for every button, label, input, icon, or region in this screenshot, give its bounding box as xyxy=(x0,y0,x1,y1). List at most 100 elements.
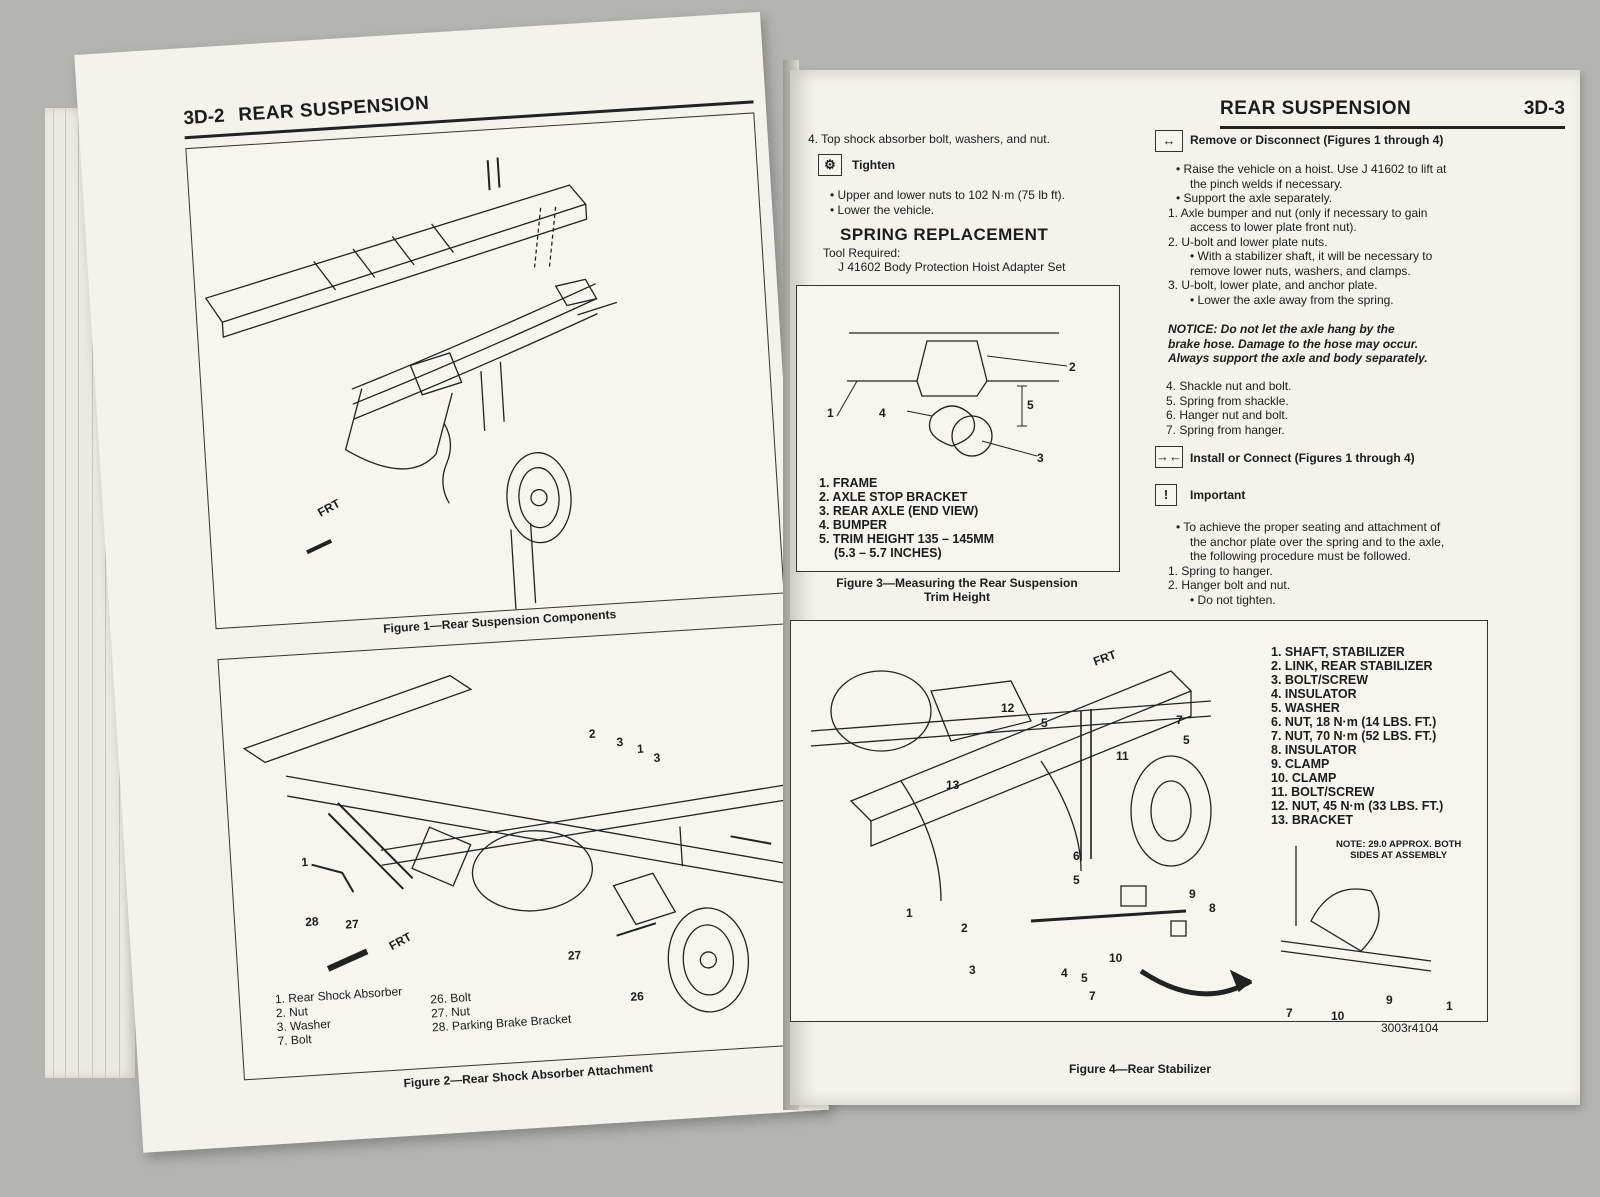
caption-line: Trim Height xyxy=(923,590,990,604)
list-item: 7. Spring from hanger. xyxy=(1166,422,1285,437)
callout-label: 5 xyxy=(1073,873,1080,887)
legend-item: 4. BUMPER xyxy=(819,518,888,532)
callout-label: 2 xyxy=(961,921,968,935)
callout-label: 9 xyxy=(1386,993,1393,1007)
list-item: • To achieve the proper seating and atta… xyxy=(1176,520,1441,534)
callout-label: 9 xyxy=(1189,887,1196,901)
list-item: 2. U-bolt and lower plate nuts. xyxy=(1168,234,1328,249)
figure-1-box: FRT xyxy=(185,112,785,630)
list-item: the following procedure must be followed… xyxy=(1190,549,1411,563)
install-connect-icon: →← xyxy=(1155,446,1183,468)
callout-label: 27 xyxy=(344,916,360,932)
legend-item: (5.3 – 5.7 INCHES) xyxy=(834,546,942,560)
legend-item: 4. INSULATOR xyxy=(1271,687,1357,701)
right-page: REAR SUSPENSION 3D-3 4. Top shock absorb… xyxy=(790,70,1580,1105)
list-item: 4. Shackle nut and bolt. xyxy=(1166,379,1292,393)
list-item: Lower the vehicle. xyxy=(837,202,935,217)
callout-label: 10 xyxy=(1109,951,1123,965)
list-item: • Do not tighten. xyxy=(1190,592,1276,607)
list-item: 3. U-bolt, lower plate, and anchor plate… xyxy=(1168,278,1378,292)
callout-label: 2 xyxy=(1069,360,1076,374)
list-item: 1. Spring to hanger. xyxy=(1168,563,1273,578)
callout-label: 8 xyxy=(1209,901,1216,915)
legend-item: 2. AXLE STOP BRACKET xyxy=(819,490,968,504)
legend-item: 10. CLAMP xyxy=(1271,771,1337,785)
install-connect-label: Install or Connect (Figures 1 through 4) xyxy=(1190,451,1415,465)
left-page: 3D-2 REAR SUSPENSION SECTION 3D FRONT SU… xyxy=(74,11,829,1153)
callout-label: 4 xyxy=(1061,966,1068,980)
legend-item: 7. NUT, 70 N·m (52 LBS. FT.) xyxy=(1271,729,1437,743)
list-item: Upper and lower nuts to 102 N·m (75 lb f… xyxy=(837,188,1065,202)
legend-item: 2. LINK, REAR STABILIZER xyxy=(1271,659,1433,673)
legend-item: 1. FRAME xyxy=(819,476,878,490)
callout-label: 3 xyxy=(969,963,976,977)
list-item: the pinch welds if necessary. xyxy=(1190,176,1343,191)
remove-list-continued: 4. Shackle nut and bolt. 5. Spring from … xyxy=(1166,379,1291,437)
callout-label: 7 xyxy=(1176,713,1183,727)
tighten-list: • Upper and lower nuts to 102 N·m (75 lb… xyxy=(830,188,1065,217)
note-line: NOTE: 29.0 APPROX. BOTH xyxy=(1336,839,1462,850)
page-title: REAR SUSPENSION xyxy=(237,92,430,126)
callout-label: 3 xyxy=(1037,451,1044,465)
figure-2-box: FRT 2 3 1 3 7 1 28 27 27 26 1. Rear Shoc… xyxy=(217,623,813,1081)
callout-label: 13 xyxy=(946,778,960,792)
callout-label: 7 xyxy=(1089,989,1096,1003)
remove-list: • Raise the vehicle on a hoist. Use J 41… xyxy=(1168,162,1446,307)
notice-line: Always support the axle and body separat… xyxy=(1168,351,1428,365)
callout-label: 6 xyxy=(1073,849,1080,863)
legend-item: 1. SHAFT, STABILIZER xyxy=(1271,645,1405,659)
note-line: SIDES AT ASSEMBLY xyxy=(1350,850,1448,861)
list-item: the anchor plate over the spring and to … xyxy=(1190,534,1445,549)
figure-3-caption: Figure 3—Measuring the Rear Suspension T… xyxy=(796,576,1118,604)
notice-text: NOTICE: Do not let the axle hang by the … xyxy=(1168,322,1428,366)
legend-item: 11. BOLT/SCREW xyxy=(1271,785,1375,799)
legend-item: 5. TRIM HEIGHT 135 – 145MM xyxy=(819,532,995,546)
callout-label: 1 xyxy=(1446,999,1453,1013)
install-list: • To achieve the proper seating and atta… xyxy=(1168,520,1444,607)
section-heading: SPRING REPLACEMENT xyxy=(840,225,1049,244)
callout-label: 28 xyxy=(304,914,319,930)
tool-name: J 41602 Body Protection Hoist Adapter Se… xyxy=(838,260,1066,274)
remove-disconnect-icon: ↔ xyxy=(1155,130,1183,152)
list-item: 6. Hanger nut and bolt. xyxy=(1166,408,1289,422)
callout-label: 5 xyxy=(1183,733,1190,747)
rear-suspension-components-illustration xyxy=(204,157,618,610)
remove-disconnect-label: Remove or Disconnect (Figures 1 through … xyxy=(1190,133,1444,147)
list-item: • Lower the axle away from the spring. xyxy=(1190,292,1394,307)
list-item: remove lower nuts, washers, and clamps. xyxy=(1190,263,1411,278)
figure-4-caption: Figure 4—Rear Stabilizer xyxy=(1068,1062,1212,1076)
page-code: 3D-3 xyxy=(1523,98,1565,119)
list-item: 5. Spring from shackle. xyxy=(1166,393,1289,408)
tool-required-label: Tool Required: xyxy=(823,246,901,260)
figure-reference-code: 3003r4104 xyxy=(1381,1021,1439,1035)
legend-item: 5. WASHER xyxy=(1271,701,1340,715)
page-code: 3D-2 xyxy=(182,105,226,130)
callout-label: 4 xyxy=(879,406,886,420)
legend-item: 3. REAR AXLE (END VIEW) xyxy=(819,504,979,518)
tighten-label: Tighten xyxy=(852,158,896,172)
callout-label: 1 xyxy=(827,406,834,420)
list-item: • Raise the vehicle on a hoist. Use J 41… xyxy=(1176,162,1447,176)
figure-4-box: FRT 12 5 7 5 11 13 6 5 9 8 1 2 3 4 10 5 … xyxy=(790,620,1488,1035)
list-item: 1. Axle bumper and nut (only if necessar… xyxy=(1168,205,1428,220)
callout-label: 2 xyxy=(588,726,597,741)
page-title: REAR SUSPENSION xyxy=(1220,98,1412,119)
callout-label: 3 xyxy=(653,750,661,765)
list-item: • Support the axle separately. xyxy=(1176,191,1333,205)
callout-label: 10 xyxy=(1331,1009,1345,1023)
list-item: • With a stabilizer shaft, it will be ne… xyxy=(1190,249,1433,263)
legend-item: 13. BRACKET xyxy=(1271,813,1353,827)
rear-stabilizer-illustration xyxy=(810,670,1432,997)
important-icon: ! xyxy=(1155,484,1177,506)
legend-item: 6. NUT, 18 N·m (14 LBS. FT.) xyxy=(1271,715,1437,729)
important-label: Important xyxy=(1190,488,1246,502)
figure-4-legend: 1. SHAFT, STABILIZER 2. LINK, REAR STABI… xyxy=(1271,645,1443,827)
callout-label: 27 xyxy=(567,947,582,963)
notice-line: NOTICE: Do not let the axle hang by the xyxy=(1168,322,1395,336)
figure-3-legend: 1. FRAME 2. AXLE STOP BRACKET 3. REAR AX… xyxy=(819,476,994,560)
rear-shock-absorber-illustration xyxy=(242,674,794,1013)
callout-label: 1 xyxy=(300,854,309,870)
tighten-wrench-icon: ⚙ xyxy=(818,154,842,176)
callout-label: 3 xyxy=(616,734,624,750)
legend-item: 8. INSULATOR xyxy=(1271,743,1357,757)
